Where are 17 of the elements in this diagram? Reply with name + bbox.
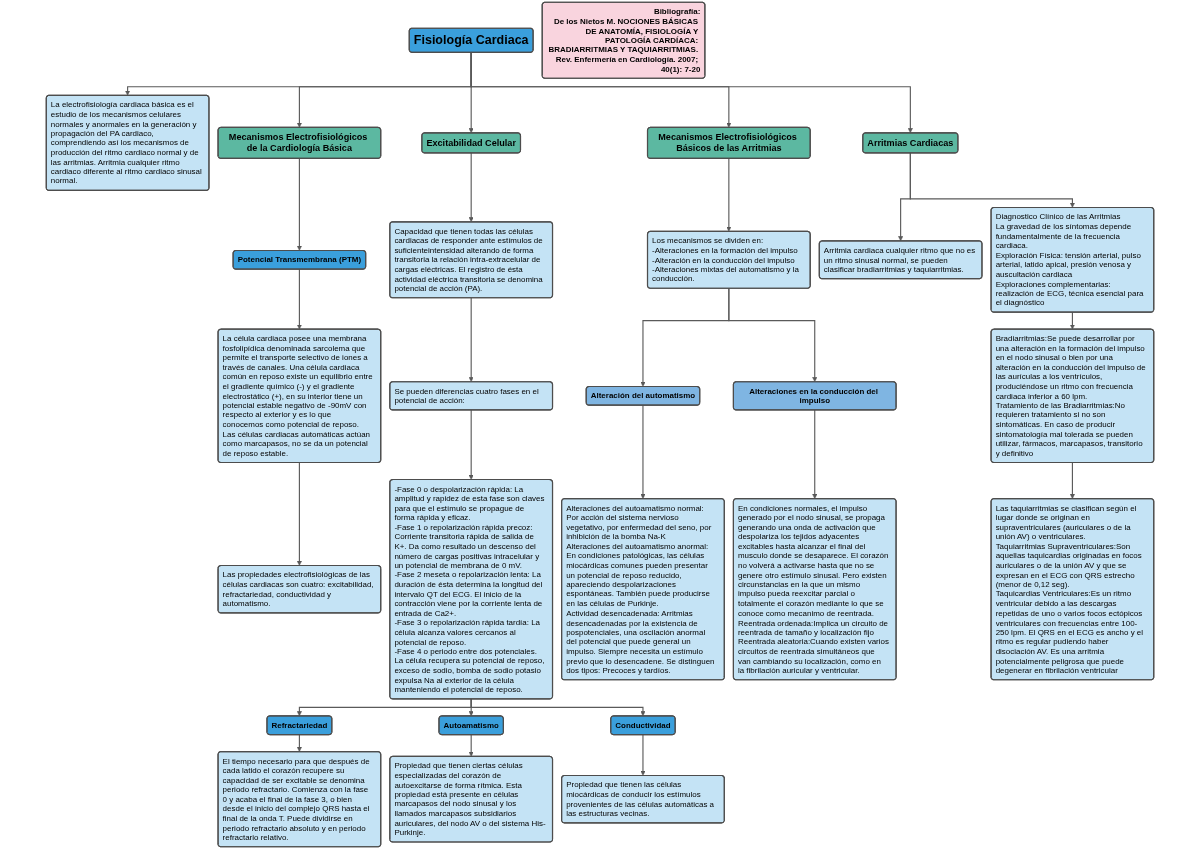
- arrow: [1069, 311, 1075, 330]
- arrow: [468, 297, 474, 382]
- arrow: [296, 461, 302, 566]
- arrow: [640, 404, 646, 499]
- arrow: [468, 409, 474, 480]
- arrow: [296, 157, 302, 251]
- arrow: [296, 734, 302, 752]
- arrow: [728, 287, 818, 382]
- arrow: [470, 51, 913, 134]
- arrow: [726, 157, 732, 232]
- arrow: [468, 734, 474, 757]
- arrow: [909, 152, 1075, 208]
- arrow: [640, 734, 646, 776]
- arrow: [1069, 461, 1075, 499]
- arrow: [468, 152, 474, 223]
- arrow: [296, 268, 302, 330]
- arrow: [812, 409, 818, 499]
